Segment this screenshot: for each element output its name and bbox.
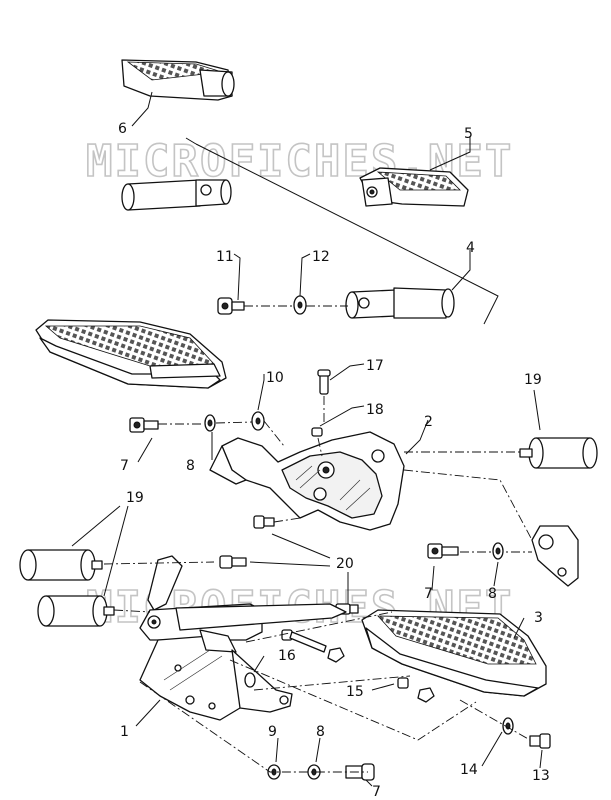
footpeg-part-6	[121, 59, 235, 101]
washer-part-12	[293, 295, 307, 315]
floorboard-left	[35, 319, 227, 389]
callout-19-left: 19	[126, 490, 144, 506]
washer-part-16	[244, 672, 256, 688]
mount-plate-right	[531, 525, 579, 587]
callout-8-upper: 8	[186, 458, 195, 474]
callout-13: 13	[532, 768, 550, 784]
pin-part-18	[311, 427, 323, 437]
callout-8-right: 8	[488, 586, 497, 602]
callout-12: 12	[312, 249, 330, 265]
peg-adapter-19-left-b	[37, 595, 115, 627]
nut-near-15	[417, 687, 435, 703]
washer-8-right	[492, 542, 504, 560]
washer-part-14	[502, 717, 514, 735]
bolt-part-11	[217, 297, 245, 315]
bolt-16-long	[281, 629, 327, 653]
bolt-20-upper	[253, 515, 275, 529]
peg-adapter-19-right	[519, 437, 598, 469]
callout-8-bottom: 8	[316, 724, 325, 740]
bolt-part-15	[397, 677, 409, 689]
peg-adapter-19-left-a	[19, 549, 103, 581]
bolt-7-right	[427, 543, 459, 559]
callout-10: 10	[266, 370, 284, 386]
bolt-part-17	[317, 369, 331, 395]
callout-15: 15	[346, 684, 364, 700]
nut-part-16	[327, 647, 345, 663]
bolt-20-middle	[219, 555, 247, 569]
callout-7-upper: 7	[120, 458, 129, 474]
callout-7-right: 7	[424, 586, 433, 602]
peg-clevis-top	[121, 179, 232, 211]
callout-14: 14	[460, 762, 478, 778]
footpeg-part-5	[359, 167, 469, 207]
callout-5: 5	[464, 126, 473, 142]
washer-8-upper	[204, 414, 216, 432]
callout-7-bottom: 7	[372, 784, 381, 800]
washer-part-9	[267, 764, 281, 780]
callout-17: 17	[366, 358, 384, 374]
callout-18: 18	[366, 402, 384, 418]
callout-2: 2	[424, 414, 433, 430]
callout-4: 4	[466, 240, 475, 256]
frame-part-1	[139, 555, 347, 721]
bolt-part-13	[529, 733, 551, 749]
mount-bracket-part-2	[209, 431, 405, 531]
bracket-line-4	[195, 143, 499, 325]
callout-6: 6	[118, 121, 127, 137]
callout-9: 9	[268, 724, 277, 740]
leader-lines	[71, 91, 543, 787]
washer-10	[251, 411, 265, 431]
callout-11: 11	[216, 249, 234, 265]
callout-20: 20	[336, 556, 354, 572]
callout-16: 16	[278, 648, 296, 664]
callout-19-right: 19	[524, 372, 542, 388]
bolt-7-upper	[129, 417, 159, 433]
floorboard-part-3	[361, 609, 547, 697]
peg-clevis-mid	[345, 287, 455, 319]
callout-1: 1	[120, 724, 129, 740]
callout-3: 3	[534, 610, 543, 626]
